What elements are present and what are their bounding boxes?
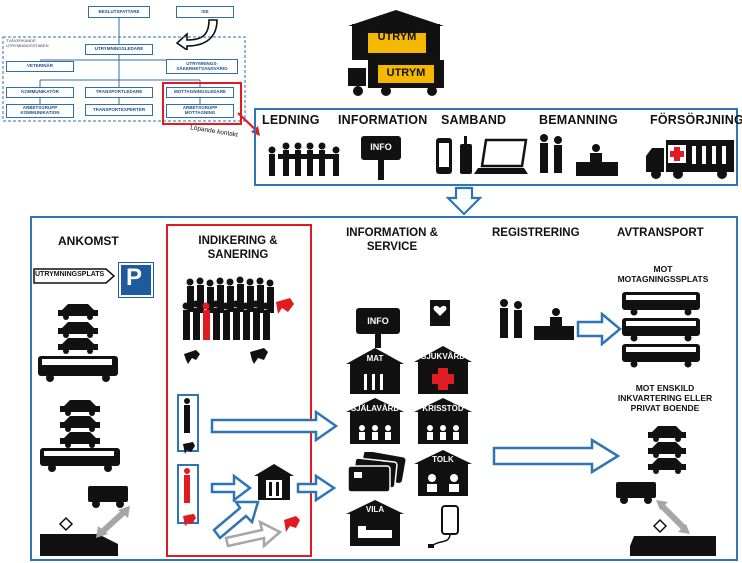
buses-icon [622, 292, 700, 368]
mat-house-icon [346, 348, 404, 394]
org-box-arbetsgrupp-kommunikation: ARBETSGRUPP KOMMUNIKATION [6, 104, 74, 118]
ankomst-heading: ANKOMST [58, 234, 119, 248]
registration-desk-icon [500, 299, 574, 340]
suv-train-departure-icon [616, 482, 716, 556]
info-house-label: INFO [367, 316, 389, 326]
org-area-label-top: TVÅVERKANDE [6, 38, 36, 43]
avtransport-arrow-icon [492, 438, 621, 474]
utrymningsplats-sign-icon [33, 268, 116, 284]
utrym-house-icon [348, 10, 444, 60]
indikering-person-box-1 [177, 394, 199, 452]
mot-enskild-label: MOT ENSKILD INKVARTERING ELLER PRIVAT BO… [617, 383, 713, 414]
function-information: INFORMATION [338, 113, 428, 127]
utrym-truck-icon [348, 60, 444, 96]
function-bemanning: BEMANNING [539, 113, 618, 127]
function-ledning: LEDNING [262, 113, 320, 127]
sjukvard-podium-icon [430, 300, 450, 326]
utrym-house-label: UTRYM [377, 31, 417, 43]
info-service-heading: INFORMATION & SERVICE [346, 227, 438, 254]
main-flow-box [30, 216, 738, 561]
payment-cards-icon [347, 452, 406, 493]
org-box-veterinar: VETERINÄR [6, 61, 74, 72]
tolk-house-icon [414, 450, 472, 496]
supply-truck-icon [646, 140, 734, 179]
vila-house-icon [346, 500, 404, 546]
org-box-arbetsgrupp-mottagning: ARBETSGRUPP MOTTAGNING [166, 104, 234, 118]
org-box-mottagningsledare: MOTTAGNINGSLEDARE [166, 87, 234, 98]
communication-devices-icon [436, 136, 528, 174]
suv-and-train-icon [40, 486, 130, 556]
org-area-label: UTRYMNINGSSTABEN [6, 43, 49, 48]
functions-box [254, 108, 738, 186]
indikering-heading: INDIKERING & SANERING [198, 235, 278, 262]
org-chart: BESLUTSFATTARE ISE TVÅVERKANDE UTRYMNING… [0, 0, 260, 139]
person-dog-icon [183, 398, 195, 454]
meeting-icon [268, 142, 340, 176]
staffing-icon [540, 134, 618, 176]
avtransport-heading: AVTRANSPORT [617, 227, 704, 239]
info-house-sign-icon [356, 308, 400, 348]
cars-icon [648, 426, 686, 474]
info-sign-icon [361, 136, 401, 180]
cars-and-bus-icon-2 [40, 400, 120, 472]
org-box-kommunikator: KOMMUNIKATÖR [6, 87, 74, 98]
utrym-truck-label: UTRYM [386, 67, 426, 79]
tolk-label: TOLK [432, 455, 454, 464]
utrymningsplats-sign-label: UTRYMNINGSPLATS [35, 271, 105, 278]
krisstod-house-icon [414, 398, 472, 444]
org-box-ise: ISE [176, 6, 234, 18]
org-highlight-box [162, 82, 242, 125]
function-forsorjning: FÖRSÖRJNING [650, 113, 742, 127]
info-sign-label: INFO [370, 142, 392, 152]
crowd-icon [182, 276, 294, 364]
function-samband: SAMBAND [441, 113, 507, 127]
parking-sign-label: P [125, 264, 142, 291]
org-box-sakerhet: UTRYMNINGS- SÄKERHETSANSVARIG [166, 59, 238, 74]
decontamination-house-icon [254, 464, 294, 500]
phone-charger-icon [428, 505, 459, 548]
registration-arrow-icon [576, 312, 622, 346]
sjukvard-house-icon [414, 346, 472, 394]
down-arrow-icon [446, 186, 482, 216]
cars-and-bus-icon [38, 304, 118, 382]
org-box-utrymningsledare: UTRYMNINGSLEDARE [85, 44, 153, 55]
mot-mottagning-label: MOT MOTAGNINGSSPLATS [617, 264, 709, 285]
registrering-heading: REGISTRERING [492, 227, 580, 239]
org-box-transportexperter: TRANSPORTEXPERTER [85, 104, 153, 116]
indikering-box [166, 224, 312, 557]
mat-label: MAT [366, 354, 384, 363]
sjalavard-house-icon [346, 398, 404, 444]
vila-label: VILA [365, 505, 385, 514]
org-arrow-icon [175, 19, 218, 50]
krisstod-label: KRISSTÖD [422, 404, 464, 413]
indikering-person-box-2 [177, 464, 199, 524]
parking-sign [119, 263, 153, 297]
indikering-arrows [184, 409, 339, 549]
org-box-transportledare: TRANSPORTLEDARE [85, 87, 153, 98]
sjukvard-label: SJUKVÅRD [420, 352, 465, 361]
org-box-beslutsfattare: BESLUTSFATTARE [88, 6, 150, 18]
sjalavard-label: SJÄLAVÅRD [350, 404, 400, 413]
